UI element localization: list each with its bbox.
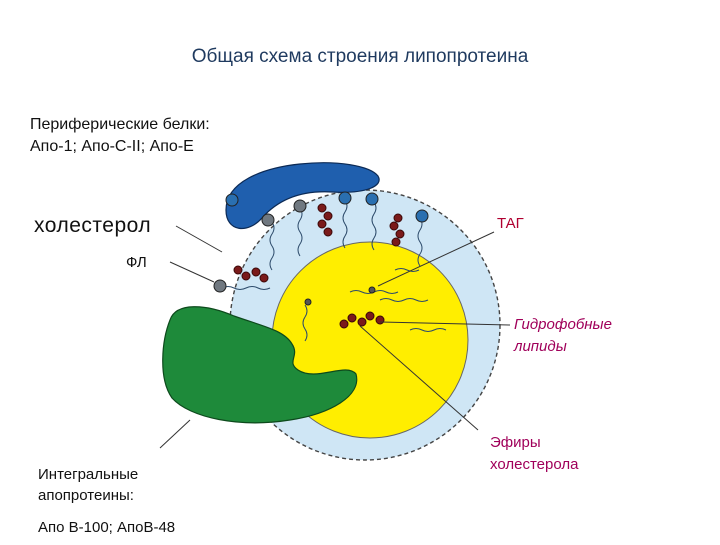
phospholipid-heads xyxy=(213,191,429,306)
head-small xyxy=(368,286,376,294)
label-esters-cholesterol: холестерола xyxy=(490,456,579,473)
head-gray xyxy=(213,279,227,293)
label-hydrophobic-lipids: липиды xyxy=(514,338,567,355)
head-blue xyxy=(415,209,429,223)
head-blue xyxy=(225,193,239,207)
head-blue xyxy=(365,192,379,206)
head-gray xyxy=(293,199,307,213)
peripheral-protein xyxy=(225,162,380,230)
label-peripheral-proteins-list: Апо-1; Апо-С-II; Апо-Е xyxy=(30,138,194,155)
label-hydrophobic: Гидрофобные xyxy=(514,316,612,333)
label-cholesterol: холестерол xyxy=(34,214,152,237)
cholesterol-molecules xyxy=(233,203,405,329)
integral-protein xyxy=(162,306,358,424)
diagram-title: Общая схема строения липопротеина xyxy=(191,46,529,67)
cholesterol-molecule xyxy=(389,213,405,247)
cholesterol-molecule xyxy=(233,265,269,283)
head-blue xyxy=(338,191,352,205)
label-apo-b: Апо В-100; АпоВ-48 xyxy=(38,519,176,536)
label-integral: Интегральные xyxy=(38,466,139,483)
label-phospholipids: ФЛ xyxy=(126,254,147,271)
label-esters: Эфиры xyxy=(490,434,541,451)
pointer-lines xyxy=(159,225,511,449)
head-small xyxy=(304,298,312,306)
phospholipid-tails xyxy=(221,199,447,342)
cholesterol-molecule xyxy=(317,203,333,237)
head-gray xyxy=(261,213,275,227)
label-tag: ТАГ xyxy=(497,215,524,232)
label-peripheral-proteins: Периферические белки: xyxy=(30,116,210,133)
label-integral-apoproteins: апопротеины: xyxy=(38,487,134,504)
